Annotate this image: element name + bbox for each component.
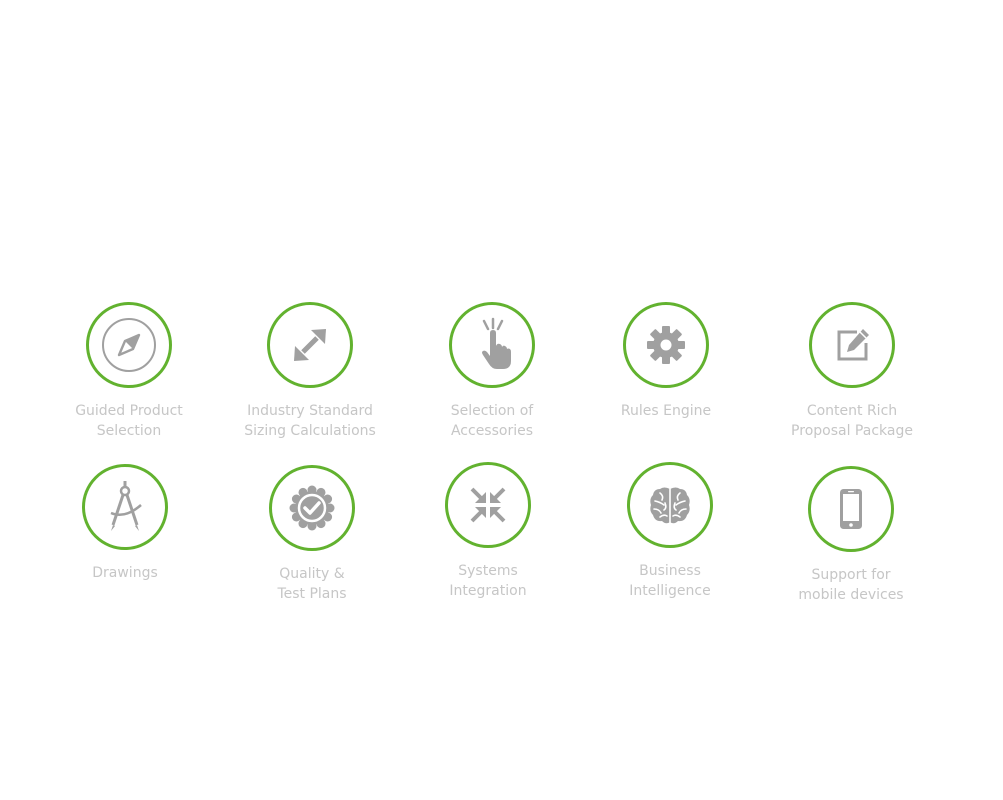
feature-drawings: Drawings: [35, 464, 215, 583]
business-intelligence-button[interactable]: [627, 462, 713, 548]
systems-integration-button[interactable]: [445, 462, 531, 548]
gear-icon: [647, 326, 685, 364]
feature-label: Content Rich Proposal Package: [791, 403, 913, 439]
proposal-package-button[interactable]: [809, 302, 895, 388]
quality-test-plans-button[interactable]: [269, 465, 355, 551]
resize-arrows-icon: [294, 329, 326, 361]
compress-arrows-icon: [470, 487, 506, 523]
badge-check-icon: [289, 485, 335, 531]
feature-sizing-calculations: Industry Standard Sizing Calculations: [220, 302, 400, 441]
compass-icon: [102, 318, 156, 372]
feature-label: Business Intelligence: [629, 563, 711, 599]
feature-label: Selection of Accessories: [450, 403, 534, 439]
sizing-calculations-button[interactable]: [267, 302, 353, 388]
feature-label: Drawings: [92, 565, 158, 581]
feature-quality-test-plans: Quality & Test Plans: [222, 465, 402, 604]
rules-engine-button[interactable]: [623, 302, 709, 388]
selection-of-accessories-button[interactable]: [449, 302, 535, 388]
feature-mobile-support: Support for mobile devices: [761, 466, 941, 605]
feature-proposal-package: Content Rich Proposal Package: [762, 302, 942, 441]
guided-product-selection-button[interactable]: [86, 302, 172, 388]
drafting-compass-icon: [110, 481, 142, 531]
pointer-hand-icon: [482, 317, 511, 369]
feature-rules-engine: Rules Engine: [576, 302, 756, 421]
feature-label: Rules Engine: [620, 403, 712, 419]
feature-business-intelligence: Business Intelligence: [580, 462, 760, 601]
feature-guided-product-selection: Guided Product Selection: [39, 302, 219, 441]
feature-label: Quality & Test Plans: [277, 566, 347, 602]
feature-label: Support for mobile devices: [798, 567, 904, 603]
edit-document-icon: [837, 329, 869, 361]
drawings-button[interactable]: [82, 464, 168, 550]
brain-icon: [650, 487, 690, 524]
mobile-support-button[interactable]: [808, 466, 894, 552]
feature-label: Systems Integration: [449, 563, 527, 599]
feature-label: Guided Product Selection: [75, 403, 183, 439]
smartphone-icon: [840, 489, 862, 529]
feature-selection-of-accessories: Selection of Accessories: [402, 302, 582, 441]
feature-systems-integration: Systems Integration: [398, 462, 578, 601]
feature-label: Industry Standard Sizing Calculations: [244, 403, 376, 439]
